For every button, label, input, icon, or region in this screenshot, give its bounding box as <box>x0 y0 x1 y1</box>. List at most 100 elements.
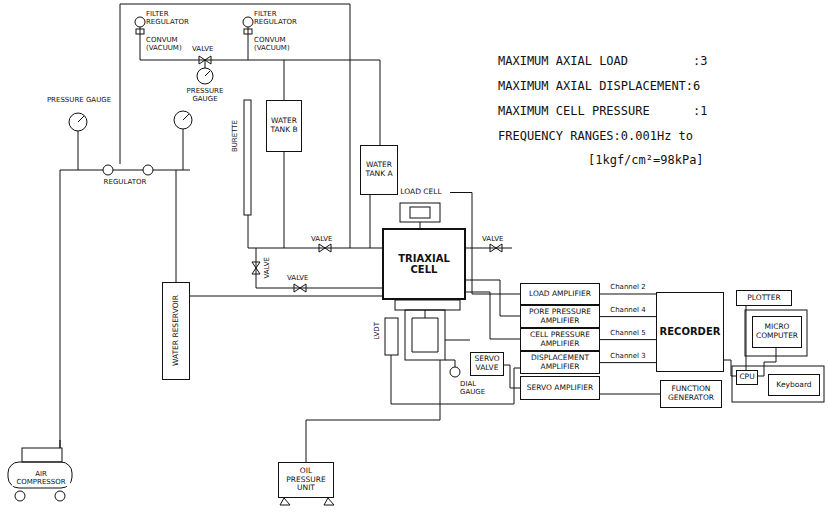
node-text: Keyboard <box>776 381 811 390</box>
gauge-needle <box>78 114 189 122</box>
node-text: TRIAXIAL CELL <box>387 253 461 276</box>
part-label: REGULATOR <box>100 178 150 186</box>
signal-line <box>600 362 656 363</box>
part-label: FILTER REGULATOR <box>146 10 198 26</box>
part-label: VALVE <box>482 235 508 243</box>
oil-unit-legs <box>280 498 334 505</box>
node-text: DISPLACEMENT AMPLIFIER <box>524 354 596 371</box>
node-text: LOAD AMPLIFIER <box>529 290 591 299</box>
recorder-box: RECORDER <box>656 292 724 372</box>
part-label: PRESSURE GAUGE <box>175 87 235 103</box>
node-text: FUNCTION GENERATOR <box>664 385 718 402</box>
node-text: WATER TANK A <box>364 161 394 178</box>
lvdt-body <box>385 318 398 355</box>
spec-text: FREQUENCY RANGES:0.001Hz to <box>498 130 693 144</box>
part-label: BURETTE <box>231 120 239 152</box>
node-text: SERVO VALVE <box>474 355 500 372</box>
air-line <box>120 4 350 248</box>
node-text: PORE PRESSURE AMPLIFIER <box>524 308 596 325</box>
node-text: MICRO COMPUTER <box>756 323 798 340</box>
signal-line <box>466 292 520 339</box>
part-label: DIAL GAUGE <box>460 380 500 396</box>
cpu-box: CPU <box>736 370 758 385</box>
signal-line <box>746 306 747 370</box>
node-text: RECORDER <box>660 326 721 338</box>
spec-text: MAXIMUM AXIAL LOAD :3 <box>498 55 708 69</box>
node-text: SERVO AMPLIFIER <box>527 384 594 393</box>
regulator-symbol <box>103 165 113 175</box>
valve-symbol <box>490 244 502 252</box>
part-label: AIR COMPRESSOR <box>12 470 70 486</box>
signal-line <box>724 360 736 376</box>
valve-symbol <box>199 56 211 64</box>
node-text: WATER RESERVOIR <box>172 295 181 366</box>
oil-line <box>306 340 470 462</box>
valve-symbol <box>319 244 331 252</box>
amplifier-box: CELL PRESSURE AMPLIFIER <box>520 328 600 351</box>
part-label: FILTER REGULATOR <box>254 10 306 26</box>
compressor-wheel <box>15 491 25 501</box>
actuator-detail <box>412 310 438 352</box>
function-generator: FUNCTION GENERATOR <box>660 380 722 408</box>
part-label: VALVE <box>192 45 222 53</box>
compressor-tank <box>8 462 72 488</box>
signal-line <box>600 394 660 395</box>
node-text: PLOTTER <box>747 294 780 303</box>
part-label: VALVE <box>287 274 313 282</box>
burette-line <box>248 215 256 248</box>
part-label: LVDT <box>373 322 381 340</box>
compressor-wheel <box>55 491 65 501</box>
node-text: CPU <box>739 373 754 382</box>
water-reservoir: WATER RESERVOIR <box>162 282 190 380</box>
filter-regulator-symbol <box>135 17 145 27</box>
channel-label: Channel 2 <box>609 283 646 291</box>
spec-text: MAXIMUM AXIAL DISPLACEMENT:6 <box>498 80 700 94</box>
signal-line <box>504 365 520 388</box>
part-label: CONVUM (VACUUM) <box>254 36 306 52</box>
filter-regulator-symbol <box>243 17 253 27</box>
water-line <box>190 296 382 297</box>
oil-pressure-unit: OIL PRESSURE UNIT <box>278 462 334 498</box>
signal-line <box>466 280 520 316</box>
node-text: CELL PRESSURE AMPLIFIER <box>524 331 596 348</box>
channel-label: Channel 4 <box>609 306 646 314</box>
micro-computer: MICRO COMPUTER <box>752 316 802 348</box>
water-tank: WATER TANK B <box>266 100 302 152</box>
part-label: PRESSURE GAUGE <box>44 96 114 104</box>
actuator-cylinder <box>405 310 445 360</box>
burette-tube <box>244 100 251 215</box>
pressure-gauge-symbol <box>197 68 213 84</box>
unit-note: [1kgf/cm²=98kPa] <box>588 154 704 168</box>
dial-gauge-symbol <box>450 367 460 377</box>
regulator-symbol <box>143 165 153 175</box>
load-cell-body <box>400 203 440 222</box>
valve-symbol <box>252 262 260 274</box>
dial-gauge-stem <box>445 360 455 367</box>
compressor-motor <box>22 448 62 462</box>
vacuum-line <box>140 27 380 145</box>
signal-line <box>600 339 656 340</box>
actuator-base <box>395 300 460 310</box>
compressor-pipe <box>60 440 61 448</box>
part-label: CONVUM (VACUUM) <box>146 36 198 52</box>
plotter-box: PLOTTER <box>736 290 792 306</box>
part-label: VALVE <box>263 257 271 278</box>
water-tank: WATER TANK A <box>360 145 398 195</box>
valve-symbol <box>294 284 306 292</box>
computer-base <box>732 366 824 402</box>
convum-symbol <box>244 29 252 34</box>
load-cell: LOAD CELL <box>392 186 450 199</box>
part-label: VALVE <box>311 235 337 243</box>
signal-line <box>600 294 656 295</box>
signal-line <box>600 316 656 317</box>
amplifier-box: LOAD AMPLIFIER <box>520 283 600 305</box>
amplifier-box: PORE PRESSURE AMPLIFIER <box>520 305 600 328</box>
node-text: OIL PRESSURE UNIT <box>282 467 330 493</box>
gauge-needle <box>205 71 210 76</box>
triaxial-cell: TRIAXIAL CELL <box>382 228 466 300</box>
node-text: WATER TANK B <box>270 117 298 134</box>
channel-label: Channel 3 <box>609 352 646 360</box>
amplifier-box: SERVO AMPLIFIER <box>520 376 600 400</box>
water-line <box>284 152 370 248</box>
channel-label: Channel 5 <box>609 329 646 337</box>
